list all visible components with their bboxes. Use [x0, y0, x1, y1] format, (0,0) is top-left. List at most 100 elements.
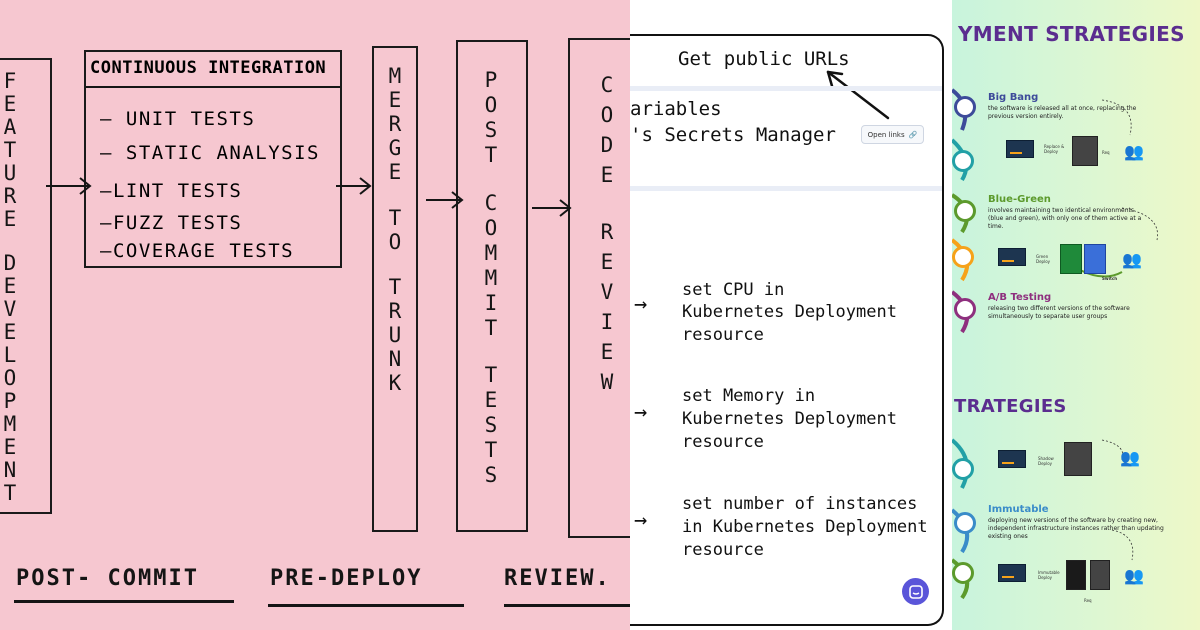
ci-item-coverage: —COVERAGE TESTS — [100, 240, 295, 262]
arrow-icon: → — [634, 508, 648, 533]
column-letter: T — [3, 138, 17, 162]
open-links-label: Open links — [867, 130, 905, 139]
column-letter: O — [3, 365, 17, 390]
column-letter: N — [388, 347, 402, 372]
section-desc-big-bang: the software is released all at once, re… — [988, 105, 1137, 120]
server-icon — [1072, 136, 1098, 166]
column-letter: T — [484, 315, 498, 340]
ci-title: CONTINUOUS INTEGRATION — [90, 58, 327, 78]
column-letter: O — [484, 215, 498, 240]
item-instances-line2: in Kubernetes Deployment — [682, 517, 928, 537]
column-letter: O — [484, 93, 498, 117]
ab-testing-node — [954, 298, 976, 320]
column-letter: R — [388, 112, 402, 136]
pointer-arrow — [826, 70, 890, 120]
column-letter: M — [484, 240, 498, 265]
server-icon — [1090, 560, 1110, 590]
blue-server-icon — [1084, 244, 1106, 274]
section-title-immutable: Immutable — [988, 504, 1049, 515]
item-memory-line1: set Memory in — [682, 386, 816, 406]
chat-button[interactable] — [902, 578, 929, 605]
column-letter: I — [484, 290, 498, 315]
get-public-urls-label: Get public URLs — [678, 48, 850, 70]
shadow-deploy-label: Shadow Deploy — [1038, 456, 1054, 466]
infographic-panel: YMENT STRATEGIES Big Bang the softwar — [952, 0, 1200, 630]
column-letter: D — [3, 250, 17, 275]
column-letter: C — [600, 73, 614, 97]
server-icon — [1064, 442, 1092, 476]
item-cpu-line1: set CPU in — [682, 280, 785, 300]
section-desc-immutable: deploying new versions of the software b… — [988, 517, 1164, 540]
blue-green-node — [954, 200, 976, 222]
footer-review: REVIEW. — [504, 566, 611, 591]
item-memory-line2: Kubernetes Deployment — [682, 409, 897, 429]
terminal-icon — [1006, 140, 1034, 158]
column-letter: E — [3, 434, 17, 459]
column-letter: P — [3, 388, 17, 413]
column-letter: S — [484, 413, 498, 437]
column-letter: C — [484, 190, 498, 215]
column-letter: M — [3, 411, 17, 436]
green-deploy-label: Green Deploy — [1036, 254, 1051, 264]
req-label: Req — [1084, 598, 1092, 603]
column-letter: R — [388, 299, 402, 324]
replace-deploy-label: Replace & Deploy — [1044, 144, 1065, 154]
column-letter: V — [600, 280, 614, 304]
item-instances-line3: resource — [682, 540, 764, 560]
column-letter: V — [3, 296, 17, 321]
section-title-ab-testing: A/B Testing — [988, 292, 1052, 303]
column-letter: U — [3, 161, 17, 185]
ci-item-lint: —LINT TESTS — [100, 180, 243, 202]
ci-item-fuzz: —FUZZ TESTS — [100, 212, 243, 234]
column-letter: E — [3, 92, 17, 116]
column-letter: A — [3, 115, 17, 139]
column-letter: O — [600, 103, 614, 127]
column-letter: E — [388, 160, 402, 184]
column-letter: T — [484, 438, 498, 462]
column-letter: F — [3, 69, 17, 93]
item-cpu-line3: resource — [682, 325, 764, 345]
terminal-icon — [998, 564, 1026, 582]
column-letter: E — [600, 250, 614, 274]
item-cpu-line2: Kubernetes Deployment — [682, 302, 897, 322]
feature-development-box — [0, 58, 52, 514]
secrets-manager-line: 's Secrets Manager — [630, 124, 836, 146]
open-links-button[interactable]: Open links 🔗 — [861, 125, 924, 144]
green-server-icon — [1060, 244, 1082, 274]
section-divider-mid — [630, 186, 942, 191]
column-letter: L — [3, 342, 17, 367]
post-commit-tests-box — [456, 40, 528, 532]
column-letter: E — [600, 163, 614, 187]
column-letter: S — [484, 463, 498, 487]
node-ring — [952, 246, 974, 268]
users-icon: 👥 — [1122, 250, 1142, 269]
section-title-big-bang: Big Bang — [988, 92, 1039, 103]
section-desc-blue-green: involves maintaining two identical envir… — [988, 207, 1142, 230]
heading-deployment-strategies: YMENT STRATEGIES — [958, 22, 1185, 46]
column-letter: M — [388, 64, 402, 88]
node-ring — [952, 150, 974, 172]
item-memory-line3: resource — [682, 432, 764, 452]
users-icon: 👥 — [1124, 142, 1144, 161]
ci-title-underline — [86, 86, 340, 88]
column-letter: W — [600, 370, 614, 394]
column-letter: E — [3, 319, 17, 344]
ci-item-static: — STATIC ANALYSIS — [100, 142, 320, 164]
section-divider-top — [630, 86, 942, 91]
users-icon: 👥 — [1120, 448, 1140, 467]
footer-review-underline — [504, 604, 630, 607]
footer-post-commit: POST- COMMIT — [16, 566, 199, 591]
users-icon: 👥 — [1124, 566, 1144, 585]
column-letter: E — [388, 88, 402, 112]
column-letter: T — [484, 363, 498, 387]
column-letter: T — [3, 480, 17, 505]
node-ring — [952, 562, 974, 584]
column-letter: K — [388, 371, 402, 396]
column-letter: P — [484, 68, 498, 92]
column-letter: E — [484, 388, 498, 412]
switch-label: Switch — [1102, 276, 1118, 281]
doc-frame — [630, 34, 944, 626]
item-instances-line1: set number of instances — [682, 494, 918, 514]
column-letter: M — [484, 265, 498, 290]
req-label: Req — [1102, 150, 1110, 155]
